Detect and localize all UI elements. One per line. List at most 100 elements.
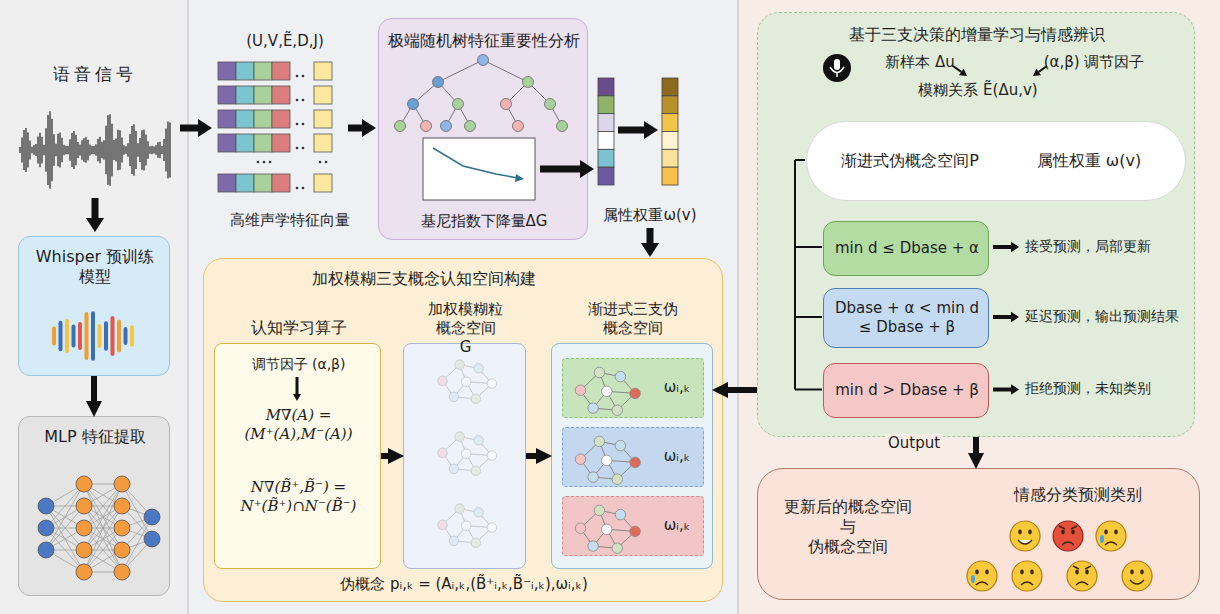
- graph-node: [449, 536, 459, 546]
- text-slot: 拒绝预测，未知类别: [1025, 380, 1193, 398]
- graph-node: [615, 371, 626, 382]
- waveform-stroke: [27, 132, 28, 167]
- emoji-eye: [1130, 569, 1134, 574]
- flow-arrow: [973, 437, 979, 453]
- annotation-label: 延迟预测，输出预测结果: [1025, 308, 1195, 326]
- whisper-bar: [104, 321, 108, 350]
- nn-link: [84, 506, 122, 572]
- weight-cell: [662, 167, 678, 185]
- emoji-eye: [1020, 569, 1024, 574]
- arrow-head: [644, 121, 658, 139]
- tree-node: [432, 76, 443, 87]
- weight-cell: [662, 96, 678, 114]
- waveform-stroke: [109, 114, 110, 186]
- group-panel: 加权模糊三支概念认知空间构建伪概念 pᵢ,ₖ = (Aᵢ,ₖ,(B̃⁺ᵢ,ₖ,B…: [203, 258, 723, 602]
- ellipsis-dot: [325, 161, 328, 164]
- text-slot: min d ≤ Dbase + α: [828, 239, 986, 258]
- nn-neuron: [114, 564, 130, 580]
- group-panel: 基于三支决策的增量学习与情感辨识新样本 Δu(α,β) 调节因子模糊关系 Ẽ(Δ…: [757, 12, 1195, 437]
- microphone-body: [834, 59, 840, 70]
- left-panel: [0, 0, 188, 614]
- nn-neuron: [144, 509, 160, 525]
- waveform-stroke: [61, 138, 62, 162]
- operator-box: 认知学习算子调节因子 (α,β)M∇(A) = (M⁺(A),M⁻(A))N∇(…: [214, 343, 381, 569]
- graph-node: [594, 505, 605, 516]
- flow-arrow: [526, 453, 536, 459]
- tree-branch: [483, 60, 528, 82]
- arrow-head: [198, 119, 212, 137]
- speech-waveform: [20, 111, 170, 188]
- emoji-eye: [1085, 569, 1089, 574]
- waveform-stroke: [95, 144, 96, 156]
- bracket-tick: [795, 246, 822, 248]
- emoji-eye: [1018, 529, 1022, 534]
- arrow-head: [86, 218, 104, 232]
- text-slot: ωᵢ,ₖ: [653, 378, 701, 397]
- text-slot: 更新后的概念空间 与 伪概念空间: [773, 497, 923, 557]
- emoji-mouth: [976, 582, 988, 585]
- nn-link: [84, 484, 122, 550]
- graph-node: [471, 538, 481, 548]
- tree-node: [407, 98, 418, 109]
- node-text: 渐进式三支伪 概念空间: [560, 300, 706, 338]
- concept-space-box: 渐进式三支伪 概念空间ωᵢ,ₖωᵢ,ₖωᵢ,ₖ: [551, 343, 713, 569]
- waveform-stroke: [23, 130, 24, 170]
- waveform-stroke: [73, 131, 74, 169]
- weight-cell: [598, 78, 614, 96]
- waveform-stroke: [153, 146, 154, 153]
- waveform-stroke: [147, 141, 148, 158]
- waveform-stroke: [163, 139, 164, 161]
- edge-label: Output: [885, 434, 943, 452]
- waveform-stroke: [159, 142, 160, 158]
- node-illustration: [403, 343, 526, 569]
- waveform-stroke: [115, 138, 116, 161]
- microphone-stand: [830, 67, 844, 77]
- model-box: Whisper 预训练 模型: [18, 236, 170, 376]
- graph-node: [437, 520, 447, 530]
- gini-curve-head: [515, 174, 524, 182]
- emoji-face: [967, 561, 997, 591]
- node-text: N∇(B̃⁺,B̃⁻) = N⁺(B̃⁺)∩N⁻(B̃⁻): [221, 478, 376, 516]
- node-text: M∇(A) = (M⁺(A),M⁻(A)): [221, 406, 376, 444]
- process-box: 极端随机树特征重要性分析基尼指数下降量ΔG: [378, 18, 588, 240]
- annotation-label: 属性权重ω(v): [592, 206, 708, 225]
- waveform-stroke: [149, 146, 150, 153]
- feature-cell: [236, 134, 254, 152]
- text-slot: 认知学习算子: [215, 318, 382, 338]
- feature-cell: [272, 174, 290, 192]
- text-slot: 极端随机树特征重要性分析: [383, 31, 585, 51]
- waveform-stroke: [19, 147, 20, 153]
- arrow-shaft: [618, 127, 644, 134]
- feature-cell: [236, 86, 254, 104]
- tree-node: [440, 120, 451, 131]
- ellipsis-dot: [296, 147, 299, 150]
- concept-graph: [437, 359, 496, 403]
- feature-cell: [314, 174, 332, 192]
- rule-box: min d > Dbase + β: [823, 363, 989, 418]
- waveform-stroke: [125, 146, 126, 154]
- waveform-stroke: [21, 137, 22, 162]
- node-text: 新样本 Δu: [860, 53, 980, 72]
- feature-cell: [272, 62, 290, 80]
- graph-node: [601, 455, 612, 466]
- tree-node: [522, 76, 533, 87]
- nn-neuron: [76, 476, 92, 492]
- graph-node: [629, 457, 640, 468]
- waveform-stroke: [155, 145, 156, 155]
- graph-node: [449, 392, 459, 402]
- ellipsis-dot: [302, 123, 305, 126]
- arrow-shaft: [348, 125, 362, 132]
- waveform-stroke: [63, 145, 64, 155]
- weight-cell: [598, 132, 614, 150]
- feature-vectors: [218, 62, 332, 192]
- nn-neuron: [114, 476, 130, 492]
- feature-cell: [236, 174, 254, 192]
- waveform-stroke: [105, 126, 106, 174]
- annotation-label: 拒绝预测，未知类别: [1025, 380, 1193, 398]
- waveform-stroke: [145, 134, 146, 165]
- rule-box: Dbase + α < min d ≤ Dbase + β: [823, 288, 989, 348]
- weight-cell: [662, 132, 678, 150]
- feature-cell: [254, 174, 272, 192]
- concept-space-box: 加权模糊粒 概念空间 G: [403, 343, 526, 569]
- arrow-head: [1011, 241, 1019, 251]
